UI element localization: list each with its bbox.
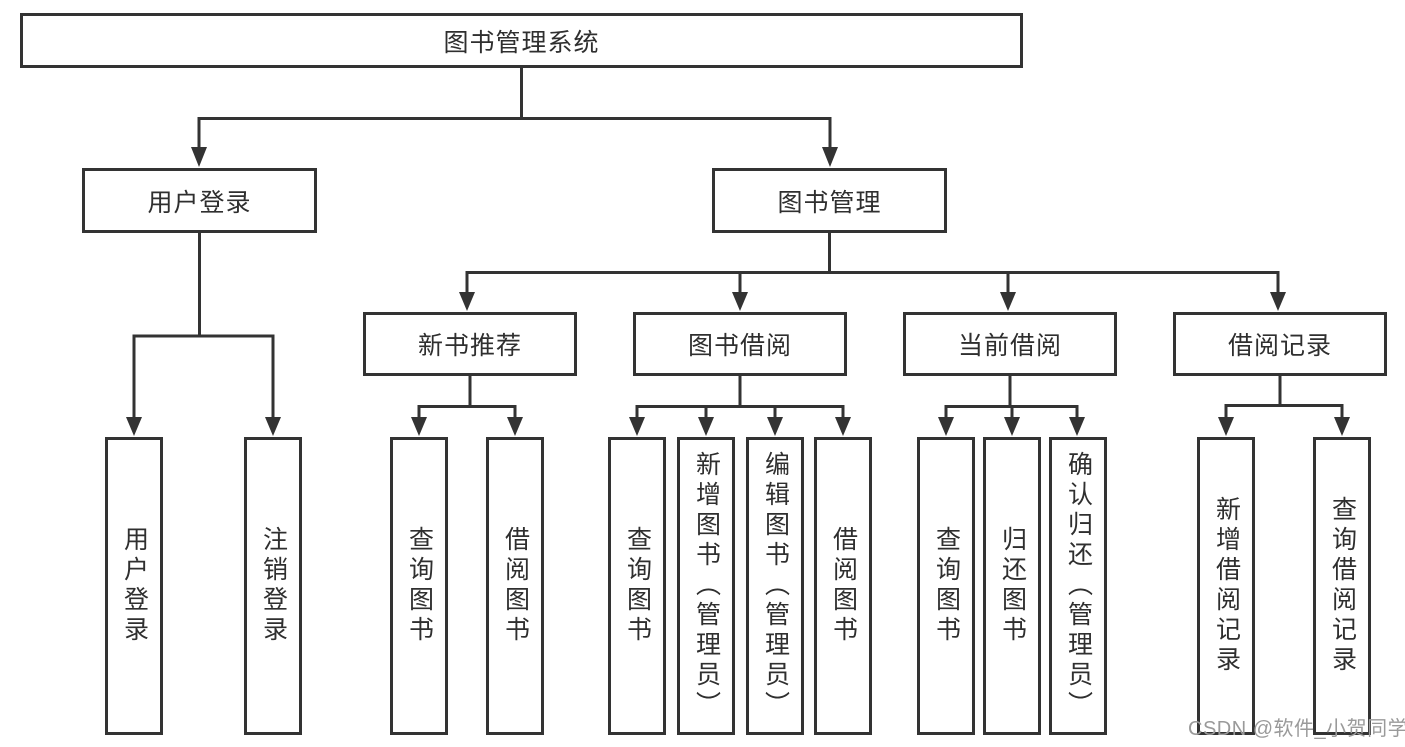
leaf-user-login: 用户登录 (105, 437, 163, 735)
node-label: 新增图书（管理员） (692, 451, 721, 721)
node-current-borrowing: 当前借阅 (903, 312, 1117, 376)
node-label: 确认归还（管理员） (1064, 451, 1093, 721)
leaf-borrow-books: 借阅图书 (486, 437, 544, 735)
leaf-logout: 注销登录 (244, 437, 302, 735)
node-label: 新书推荐 (417, 332, 522, 360)
leaf-query-borrow-record: 查询借阅记录 (1313, 437, 1371, 735)
node-library-system: 图书管理系统 (20, 13, 1023, 68)
leaf-edit-book-admin: 编辑图书（管理员） (746, 437, 804, 735)
leaf-add-book-admin: 新增图书（管理员） (677, 437, 735, 735)
node-user-login: 用户登录 (82, 168, 317, 233)
node-label: 借阅图书 (829, 526, 858, 646)
arrowheads (126, 147, 1350, 436)
node-label: 查询图书 (932, 526, 961, 646)
node-label: 当前借阅 (957, 332, 1062, 360)
node-label: 图书管理 (777, 188, 882, 217)
node-label: 查询借阅记录 (1328, 496, 1357, 676)
node-label: 用户登录 (120, 526, 149, 646)
node-new-book-recommendation: 新书推荐 (363, 312, 577, 376)
connector-paths (132, 68, 1344, 418)
leaf-query-books: 查询图书 (608, 437, 666, 735)
node-label: 图书管理系统 (443, 28, 600, 57)
leaf-query-books: 查询图书 (390, 437, 448, 735)
node-label: 归还图书 (998, 526, 1027, 646)
node-label: 注销登录 (259, 526, 288, 646)
node-label: 新增借阅记录 (1212, 496, 1241, 676)
node-label: 查询图书 (405, 526, 434, 646)
node-label: 编辑图书（管理员） (761, 451, 790, 721)
node-label: 图书借阅 (687, 332, 792, 360)
node-label: 借阅图书 (501, 526, 530, 646)
node-book-management: 图书管理 (712, 168, 947, 233)
leaf-return-books: 归还图书 (983, 437, 1041, 735)
node-borrowing-records: 借阅记录 (1173, 312, 1387, 376)
leaf-confirm-return-admin: 确认归还（管理员） (1049, 437, 1107, 735)
leaf-query-books: 查询图书 (917, 437, 975, 735)
node-label: 用户登录 (147, 188, 252, 217)
node-label: 查询图书 (623, 526, 652, 646)
node-label: 借阅记录 (1227, 332, 1332, 360)
leaf-add-borrow-record: 新增借阅记录 (1197, 437, 1255, 735)
csdn-watermark: CSDN @软件_小贺同学 (1188, 718, 1405, 740)
leaf-borrow-books: 借阅图书 (814, 437, 872, 735)
node-book-borrowing: 图书借阅 (633, 312, 847, 376)
